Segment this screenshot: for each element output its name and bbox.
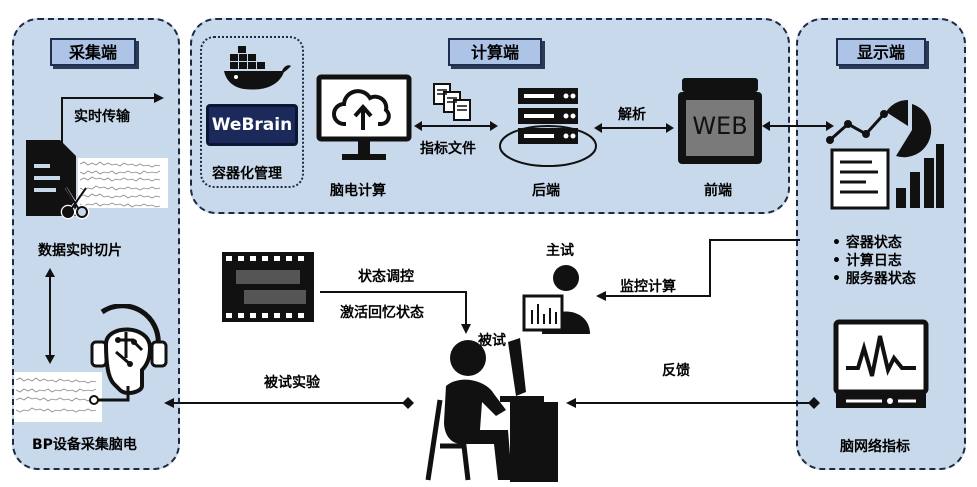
- files-icon: [433, 83, 471, 121]
- backend-label: 后端: [532, 183, 560, 199]
- status-list: 容器状态 计算日志 服务器状态: [832, 234, 916, 288]
- subject-experiment-arrow: [164, 397, 414, 409]
- docker-whale-icon: [224, 46, 291, 90]
- status-item-container: 容器状态: [832, 234, 916, 252]
- operator-icon: [522, 265, 590, 334]
- analytics-report-icon: [826, 100, 944, 210]
- compute-section-tag: 计算端: [448, 38, 542, 66]
- operator-label: 主试: [546, 243, 574, 259]
- server-icon: [499, 88, 597, 167]
- monitor-compute-arrow: [596, 239, 800, 301]
- data-slicing-label: 数据实时切片: [38, 243, 122, 259]
- realtime-transfer-arrow: [61, 93, 164, 146]
- state-control-label: 状态调控: [358, 269, 414, 285]
- eeg-compute-label: 脑电计算: [330, 183, 386, 199]
- bp-device-label: BP设备采集脑电: [32, 437, 137, 453]
- web-frontend-icon: [678, 78, 762, 164]
- web-display-arrow: [762, 121, 834, 131]
- subject-experiment-label: 被试实验: [264, 375, 320, 391]
- feedback-label: 反馈: [662, 363, 690, 379]
- subject-label: 被试: [478, 333, 506, 349]
- subject-icon: [425, 338, 558, 482]
- status-item-compute-log: 计算日志: [832, 252, 916, 270]
- film-strip-icon: [222, 252, 314, 322]
- parse-label: 解析: [618, 107, 646, 123]
- monitor-compute-label: 监控计算: [620, 279, 676, 295]
- network-metrics-monitor-icon: [833, 319, 929, 408]
- cloud-upload-monitor-icon: [316, 74, 412, 160]
- collect-section-tag: 采集端: [50, 38, 136, 66]
- data-slice-icon: [26, 140, 168, 220]
- instruction-file-label: 指标文件: [420, 141, 476, 157]
- activate-recall-label: 激活回忆状态: [340, 305, 424, 321]
- web-label: WEB: [692, 112, 748, 140]
- compute-backend-arrow: [414, 121, 498, 131]
- frontend-label: 前端: [704, 183, 732, 199]
- vertical-bidir-arrow: [45, 268, 55, 364]
- eeg-headset-icon: [14, 304, 168, 422]
- container-mgmt-label: 容器化管理: [212, 166, 282, 182]
- network-metrics-label: 脑网络指标: [840, 439, 910, 455]
- realtime-transfer-label: 实时传输: [74, 109, 130, 125]
- status-item-server: 服务器状态: [832, 270, 916, 288]
- webrain-logo: WeBrain: [206, 104, 298, 146]
- feedback-arrow: [566, 397, 820, 409]
- state-control-arrow: [320, 291, 471, 334]
- container-mgmt-box: [200, 36, 304, 188]
- display-section-tag: 显示端: [836, 38, 926, 66]
- parse-arrow: [594, 123, 674, 133]
